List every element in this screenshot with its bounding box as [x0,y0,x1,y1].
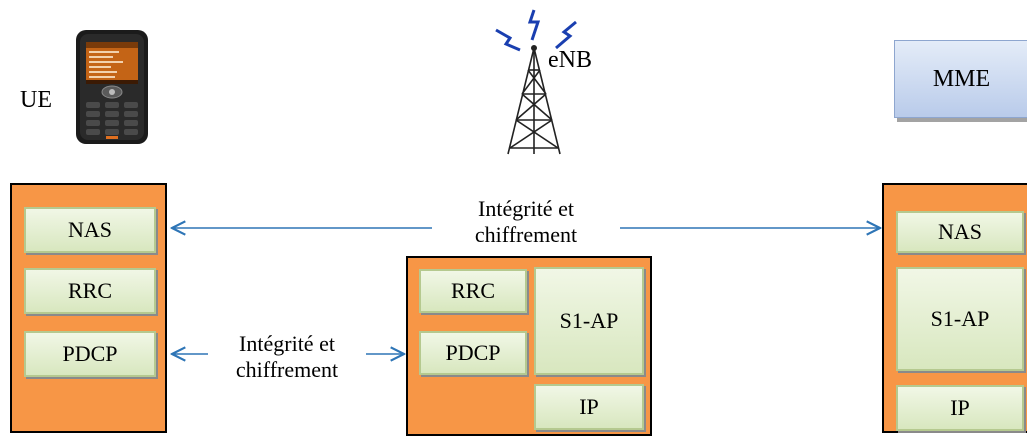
ue-layer-rrc: RRC [24,268,156,314]
ue-layer-nas: NAS [24,207,156,253]
enb-layer-pdcp: PDCP [419,331,527,375]
mme-stack: NAS S1-AP IP [882,183,1027,433]
ue-label: UE [20,87,52,113]
nas-security-label-line1: Intégrité et [478,196,574,221]
enb-layer-ip: IP [534,384,644,430]
mme-box: MME [894,40,1027,118]
nas-security-label: Intégrité et chiffrement [432,196,620,248]
mobile-phone-icon [76,30,148,144]
enb-label: eNB [548,47,592,73]
ue-layer-pdcp: PDCP [24,331,156,377]
enb-layer-s1ap: S1-AP [534,267,644,375]
ue-stack: NAS RRC PDCP [10,183,167,433]
nas-security-label-line2: chiffrement [474,221,578,247]
pdcp-security-label: Intégrité et chiffrement [208,331,366,383]
mme-layer-nas: NAS [896,211,1024,253]
pdcp-security-label-line2: chiffrement [235,356,339,382]
mme-layer-s1ap: S1-AP [896,267,1024,371]
pdcp-security-label-line1: Intégrité et [239,331,335,356]
antenna-tower-icon [495,9,577,155]
enb-layer-rrc: RRC [419,269,527,313]
